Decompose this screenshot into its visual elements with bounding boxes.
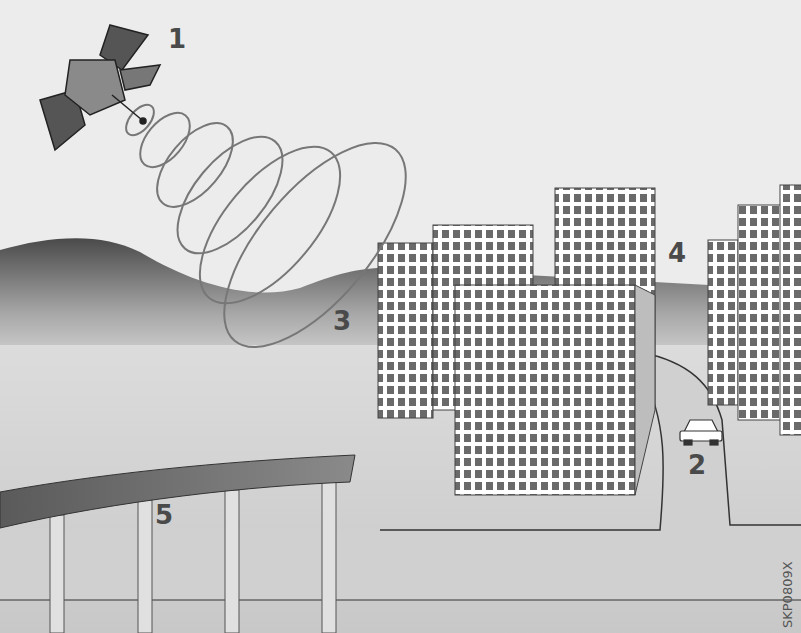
callout-number: 5 — [155, 502, 173, 528]
callout-number: 2 — [688, 452, 706, 478]
callout-number: 1 — [168, 26, 186, 52]
callout-number: 4 — [668, 240, 686, 266]
watermark: SKP0809X — [781, 561, 794, 628]
callout-number: 3 — [333, 308, 351, 334]
